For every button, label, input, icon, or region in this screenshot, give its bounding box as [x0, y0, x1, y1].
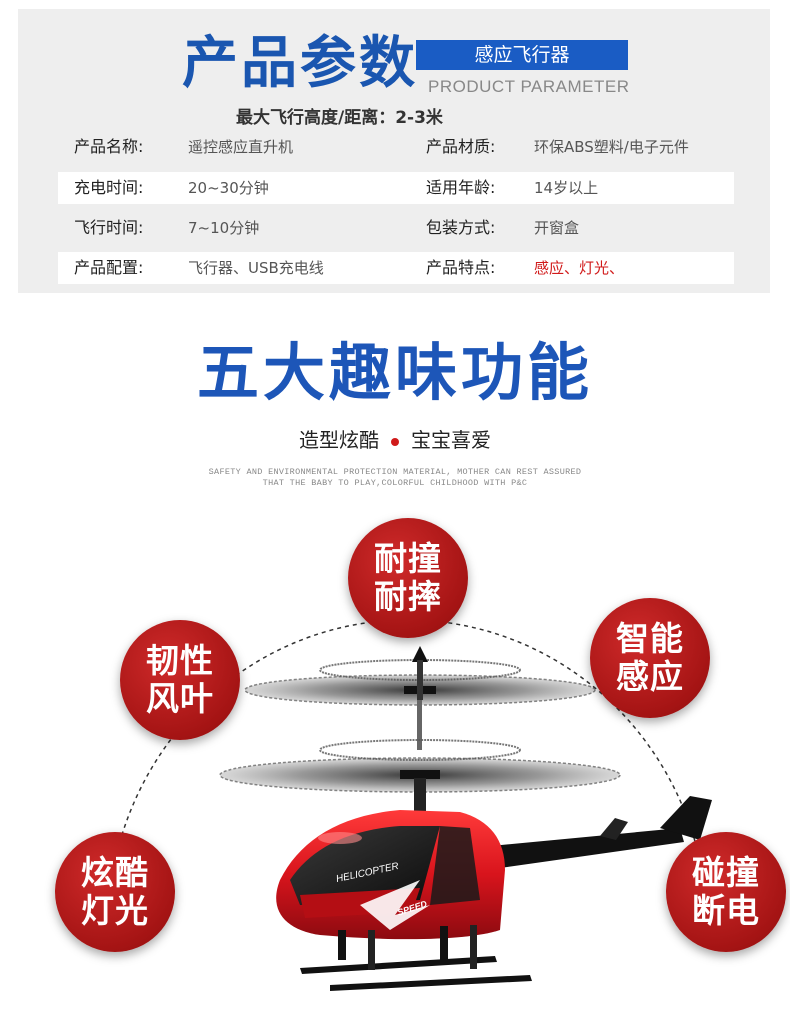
tail-boom: [470, 796, 712, 872]
lower-rotor: [219, 700, 621, 818]
param-key: 产品特点:: [426, 258, 496, 277]
max-flight-height: 最大飞行高度/距离：2-3米: [236, 108, 443, 128]
feature-flexible-blades: 韧性 风叶: [120, 620, 240, 740]
english-caption-line: SAFETY AND ENVIRONMENTAL PROTECTION MATE…: [208, 467, 582, 477]
param-key: 产品材质:: [426, 137, 496, 156]
param-key: 充电时间:: [74, 178, 144, 197]
param-key: 飞行时间:: [74, 218, 144, 237]
param-key: 包装方式:: [426, 218, 496, 237]
feature-label: 韧性: [146, 641, 214, 680]
features-subtitle-right: 宝宝喜爱: [411, 428, 491, 452]
features-subtitle-left: 造型炫酷: [299, 428, 379, 452]
features-subtitle: 造型炫酷 宝宝喜爱: [0, 424, 790, 453]
feature-label: 智能: [616, 619, 684, 658]
landing-skids: [300, 925, 532, 991]
feature-cool-lights: 炫酷 灯光: [55, 832, 175, 952]
feature-collision-cutoff: 碰撞 断电: [666, 832, 786, 952]
parameter-english-title: PRODUCT PARAMETER: [428, 77, 630, 96]
feature-label: 碰撞: [692, 853, 760, 892]
bullet-dot-icon: [391, 437, 399, 446]
feature-label: 断电: [692, 891, 760, 930]
param-value: 7~10分钟: [188, 219, 260, 237]
features-title: 五大趣味功能: [196, 336, 593, 409]
feature-label: 炫酷: [81, 853, 149, 892]
feature-label: 感应: [616, 657, 684, 696]
feature-label: 耐撞: [374, 539, 442, 578]
feature-label: 灯光: [81, 891, 149, 930]
feature-label: 风叶: [146, 679, 214, 718]
english-caption-line: THAT THE BABY TO PLAY,COLORFUL CHILDHOOD…: [262, 478, 528, 488]
param-value: 飞行器、USB充电线: [188, 259, 324, 277]
feature-smart-sensing: 智能 感应: [590, 598, 710, 718]
param-value: 14岁以上: [534, 179, 599, 197]
feature-label: 耐摔: [374, 577, 442, 616]
parameter-panel: 产品参数 感应飞行器 PRODUCT PARAMETER 最大飞行高度/距离：2…: [18, 9, 770, 293]
product-type-badge: 感应飞行器: [416, 40, 628, 70]
feature-durable: 耐撞 耐摔: [348, 518, 468, 638]
param-row: 产品配置: 飞行器、USB充电线 产品特点: 感应、灯光、: [58, 252, 734, 284]
param-value-highlight: 感应、灯光、: [534, 259, 625, 277]
param-value: 开窗盒: [534, 219, 580, 237]
helicopter-body: [276, 810, 505, 940]
param-key: 产品名称:: [74, 137, 144, 156]
param-key: 产品配置:: [74, 258, 144, 277]
parameter-title: 产品参数: [182, 31, 418, 96]
param-key: 适用年龄:: [426, 178, 496, 197]
param-row: 产品名称: 遥控感应直升机 产品材质: 环保ABS塑料/电子元件: [58, 131, 734, 163]
param-value: 20~30分钟: [188, 179, 269, 197]
features-english-caption: SAFETY AND ENVIRONMENTAL PROTECTION MATE…: [0, 467, 790, 489]
dashed-arc: [109, 619, 706, 891]
param-value: 环保ABS塑料/电子元件: [534, 138, 689, 156]
param-row: 飞行时间: 7~10分钟 包装方式: 开窗盒: [58, 212, 734, 244]
upper-rotor: [244, 646, 596, 706]
param-value: 遥控感应直升机: [188, 138, 294, 156]
param-row: 充电时间: 20~30分钟 适用年龄: 14岁以上: [58, 172, 734, 204]
